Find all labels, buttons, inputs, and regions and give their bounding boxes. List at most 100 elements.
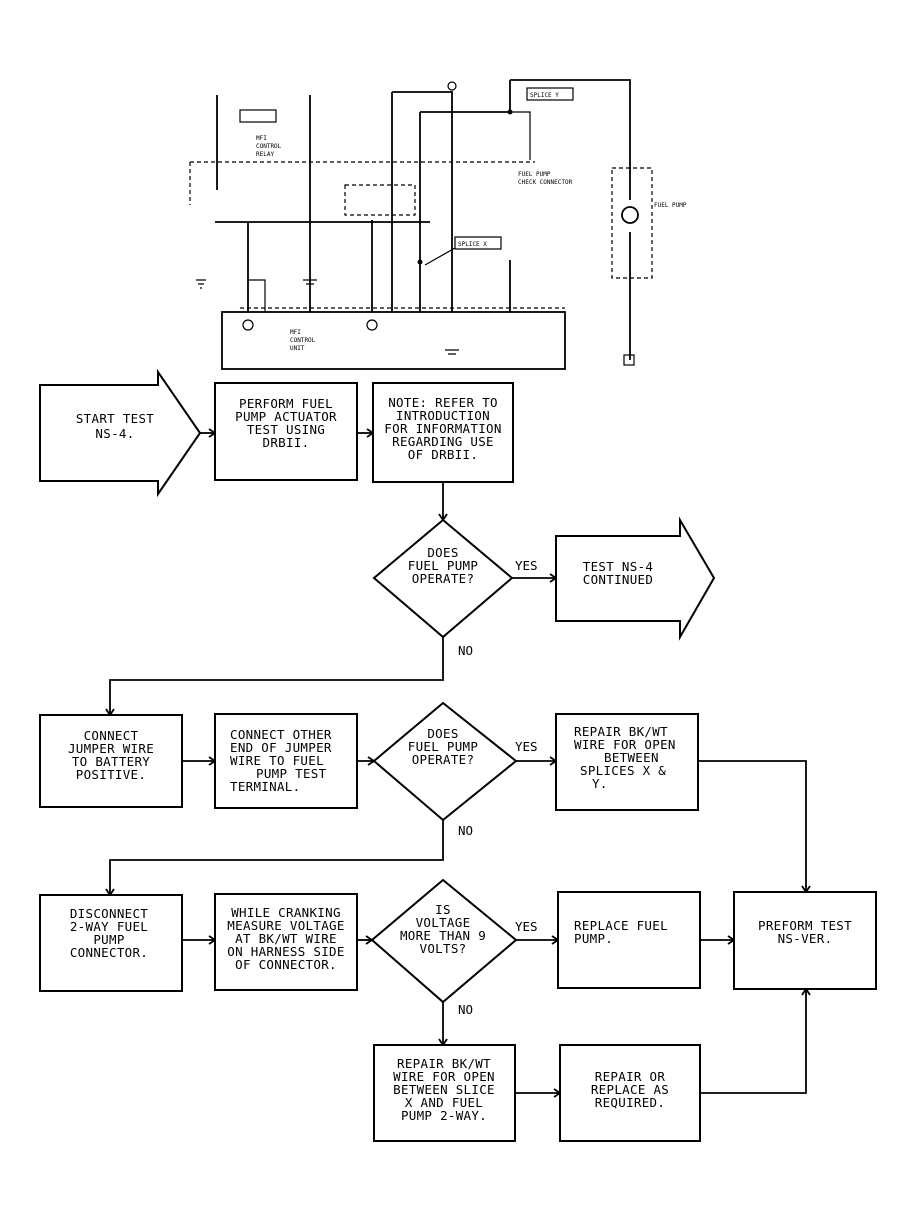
repair3-line: REPLACE AS xyxy=(591,1082,669,1097)
perform-line: DRBII. xyxy=(263,435,310,450)
jumper1-line: POSITIVE. xyxy=(76,767,146,782)
flow-nodes xyxy=(39,368,877,1142)
repair1-box xyxy=(555,713,699,811)
relay-label-1: MFI xyxy=(256,135,267,142)
continued-line: TEST NS-4 xyxy=(583,559,653,574)
q3-line: VOLTAGE xyxy=(416,915,471,930)
edge-repair3-preform xyxy=(700,989,807,1094)
start-line: START TEST xyxy=(76,411,154,426)
fuel-pump-label: FUEL PUMP xyxy=(654,202,687,209)
q1-line: DOES xyxy=(427,545,458,560)
perform-line: TEST USING xyxy=(247,422,325,437)
edge-q2-disconnect xyxy=(109,820,444,895)
jumper1-box xyxy=(39,714,183,808)
jumper1-line: CONNECT xyxy=(84,728,139,743)
perform-line: PERFORM FUEL xyxy=(239,396,333,411)
q3-line: VOLTS? xyxy=(420,941,467,956)
splice-y-tag xyxy=(526,87,574,101)
mfi-control-unit-box xyxy=(221,311,566,370)
disconnect-box xyxy=(39,894,183,992)
ecu-label-3: UNIT xyxy=(290,345,305,352)
measure-line: AT BK/WT WIRE xyxy=(235,931,337,946)
splice-x-leader xyxy=(424,247,456,266)
replace-box xyxy=(557,891,701,989)
measure-line: ON HARNESS SIDE xyxy=(227,944,344,959)
note-line: INTRODUCTION xyxy=(396,408,490,423)
repair1-line: REPAIR BK/WT xyxy=(574,724,668,739)
wiring-schematic: MFI CONTROL RELAY MFI CONTROL UNIT SPLIC… xyxy=(189,79,687,370)
q1-yes-label: YES xyxy=(515,558,538,573)
q3-line: MORE THAN 9 xyxy=(400,928,486,943)
note-line: NOTE: REFER TO xyxy=(388,395,498,410)
q2-line: FUEL PUMP xyxy=(408,739,478,754)
node-text: START TEST NS-4. PERFORM FUEL PUMP ACTUA… xyxy=(68,395,852,1123)
measure-line: MEASURE VOLTAGE xyxy=(227,918,344,933)
jumper1-line: TO BATTERY xyxy=(72,754,150,769)
splice-x-tag xyxy=(454,236,502,250)
ground-1 xyxy=(196,279,206,289)
relay-dash-inner xyxy=(344,184,416,216)
jumper1-line: JUMPER WIRE xyxy=(68,741,154,756)
relay-tag xyxy=(239,109,277,123)
repair2-box xyxy=(373,1044,516,1142)
perform-line: PUMP ACTUATOR xyxy=(235,409,337,424)
q2-yes-label: YES xyxy=(515,739,538,754)
ground-2 xyxy=(303,279,317,285)
edge-repair1-preform xyxy=(698,760,807,892)
fuel-pump-dash xyxy=(611,167,653,279)
measure-line: WHILE CRANKING xyxy=(231,905,341,920)
ground-3 xyxy=(445,349,459,355)
note-line: FOR INFORMATION xyxy=(384,421,501,436)
relay-label-3: RELAY xyxy=(256,151,274,158)
wire-8 xyxy=(420,80,511,113)
measure-line: OF CONNECTOR. xyxy=(235,957,337,972)
q2-line: OPERATE? xyxy=(412,752,475,767)
repair3-line: REQUIRED. xyxy=(595,1095,665,1110)
check-conn-label-2: CHECK CONNECTOR xyxy=(518,179,573,186)
q3-yes-label: YES xyxy=(515,919,538,934)
replace-line: PUMP. xyxy=(574,931,613,946)
q3-diamond xyxy=(370,878,518,1004)
wire-12 xyxy=(248,279,266,312)
q3-line: IS xyxy=(435,902,451,917)
repair1-line: Y. xyxy=(592,776,608,791)
jumper2-line: TERMINAL. xyxy=(230,779,300,794)
connector-circle xyxy=(447,81,457,91)
repair2-line: WIRE FOR OPEN xyxy=(393,1069,495,1084)
disconnect-line: DISCONNECT xyxy=(70,906,148,921)
measure-box xyxy=(214,893,358,991)
ecu-label-1: MFI xyxy=(290,329,301,336)
splice-x-dot xyxy=(417,259,423,265)
preform-line: PREFORM TEST xyxy=(758,918,852,933)
continued-line: CONTINUED xyxy=(583,572,653,587)
fuel-pump-motor xyxy=(621,206,639,224)
q1-line: OPERATE? xyxy=(412,571,475,586)
fuel-pump-ground xyxy=(623,354,635,366)
preform-line: NS-VER. xyxy=(778,931,833,946)
jumper2-box xyxy=(214,713,358,809)
note-line: REGARDING USE xyxy=(392,434,494,449)
start-line: NS-4. xyxy=(95,426,134,441)
repair2-line: BETWEEN SLICE xyxy=(393,1082,495,1097)
wire-6 xyxy=(392,91,453,312)
disconnect-line: PUMP xyxy=(93,932,124,947)
q2-line: DOES xyxy=(427,726,458,741)
repair1-line: SPLICES X & xyxy=(580,763,666,778)
note-box xyxy=(372,382,514,483)
disconnect-line: CONNECTOR. xyxy=(70,945,148,960)
jumper2-line: CONNECT OTHER xyxy=(230,727,332,742)
relay-label-2: CONTROL xyxy=(256,143,282,150)
jumper2-line: PUMP TEST xyxy=(256,766,327,781)
q2-no-label: NO xyxy=(458,823,473,838)
jumper2-line: END OF JUMPER xyxy=(230,740,332,755)
flow-connectors xyxy=(105,428,811,1098)
repair1-line: WIRE FOR OPEN xyxy=(574,737,676,752)
repair3-line: REPAIR OR xyxy=(595,1069,666,1084)
continued-arrow xyxy=(555,516,716,641)
perform-box xyxy=(214,382,358,481)
q1-line: FUEL PUMP xyxy=(408,558,478,573)
q1-no-label: NO xyxy=(458,643,473,658)
disconnect-line: 2-WAY FUEL xyxy=(70,919,148,934)
